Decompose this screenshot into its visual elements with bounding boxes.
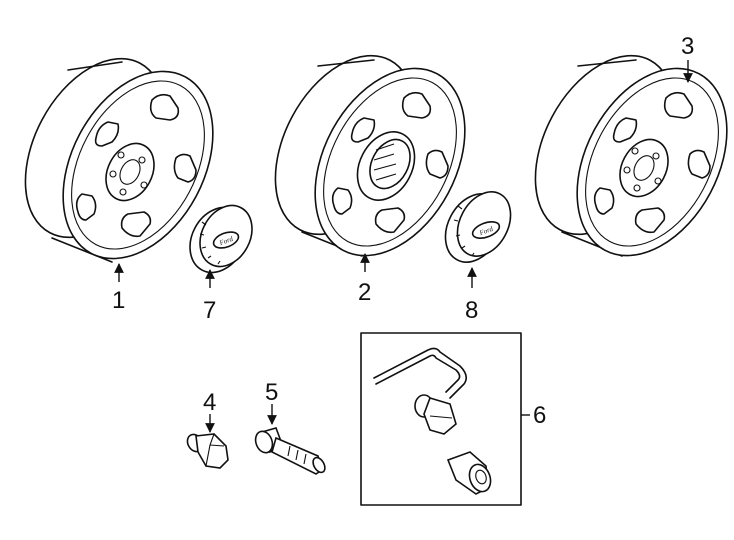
lock-key xyxy=(373,347,468,399)
callout-3: 3 xyxy=(681,33,694,60)
leader-arrows xyxy=(114,60,693,433)
lug-stud-5[interactable] xyxy=(253,427,328,475)
wheel-3[interactable] xyxy=(507,32,734,281)
callout-6: 6 xyxy=(533,402,546,429)
wheel-2[interactable] xyxy=(247,32,495,281)
wheel-lock-kit-6[interactable] xyxy=(360,332,522,506)
callout-1: 1 xyxy=(112,287,125,314)
callout-labels: 1 2 3 4 5 6 7 8 xyxy=(112,33,694,429)
kit-box xyxy=(360,332,522,506)
wheel-1[interactable] xyxy=(0,35,243,284)
callout-7: 7 xyxy=(203,297,216,324)
callout-8: 8 xyxy=(465,297,478,324)
lug-nut-4[interactable] xyxy=(184,432,229,469)
callout-2: 2 xyxy=(358,279,371,306)
center-cap-7[interactable]: Ford xyxy=(179,196,262,282)
center-cap-8[interactable]: Ford xyxy=(434,183,521,272)
callout-4: 4 xyxy=(203,389,216,416)
callout-5: 5 xyxy=(265,379,278,406)
